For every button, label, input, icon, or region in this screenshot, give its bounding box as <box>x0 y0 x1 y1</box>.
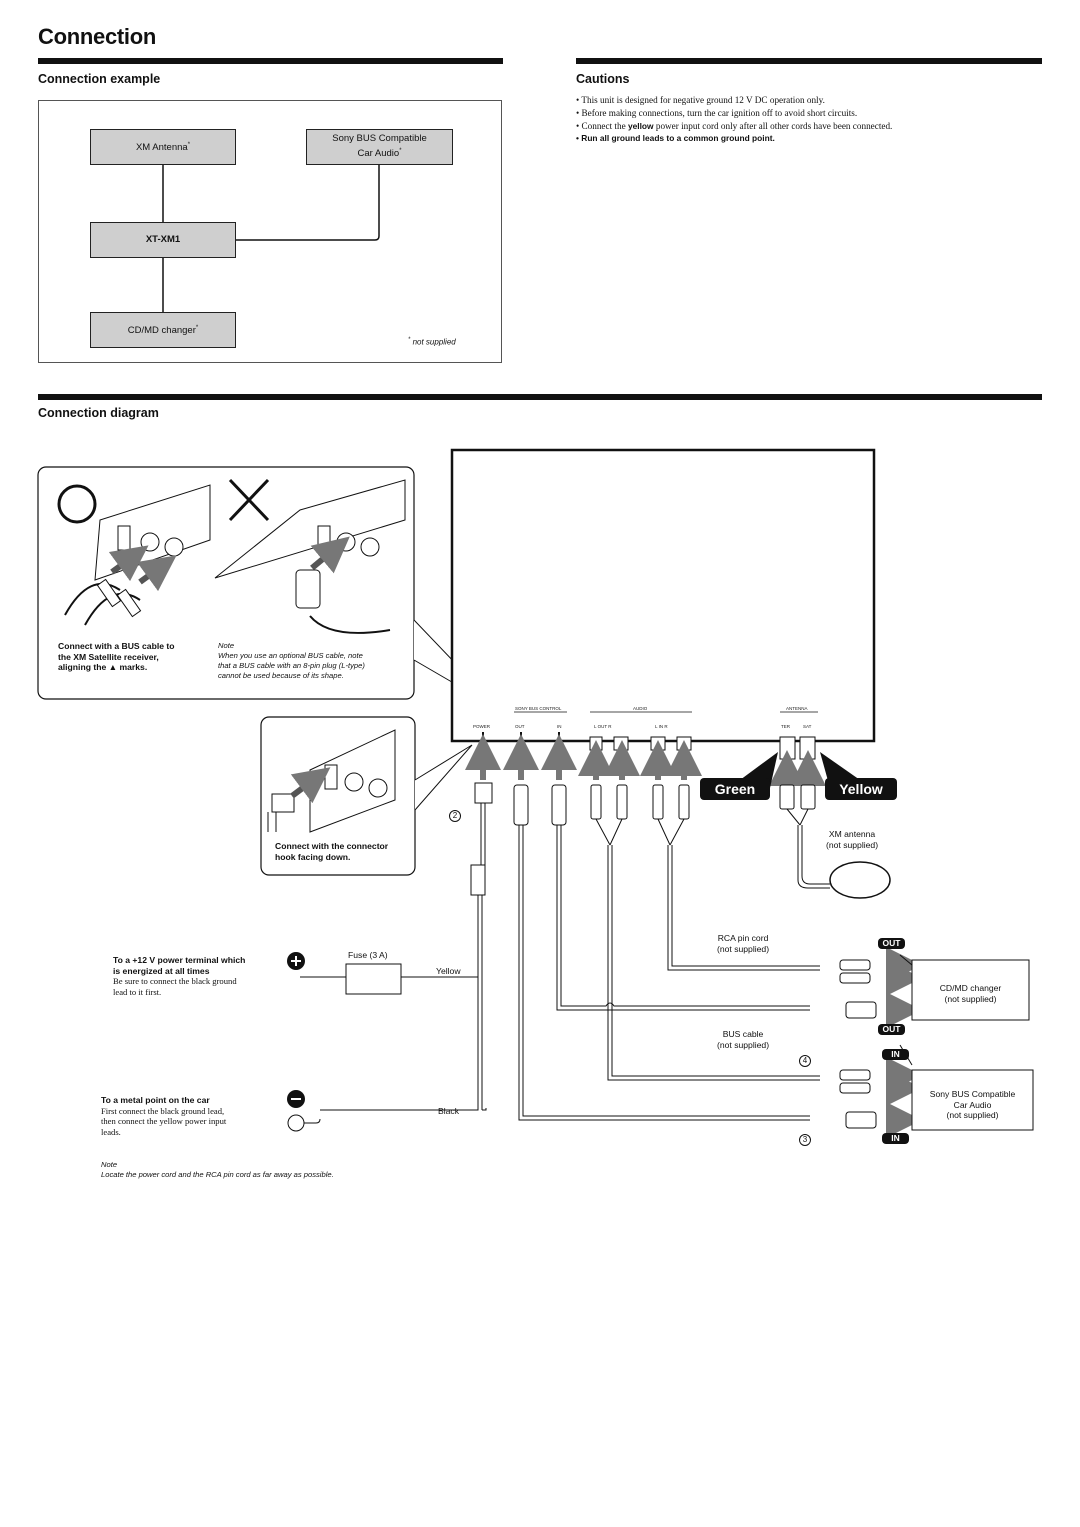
xt-xm1-box: XT-XM1 <box>90 222 236 258</box>
green-tag: Green <box>700 778 770 800</box>
audio-out-label: L OUT R <box>594 724 612 729</box>
antenna-label: ANTENNA <box>786 706 808 711</box>
connection-example-heading: Connection example <box>38 72 161 86</box>
connection-diagram-heading: Connection diagram <box>38 406 159 420</box>
callout-number-2: 2 <box>449 810 461 822</box>
plus-terminal-text: To a +12 V power terminal which is energ… <box>113 955 246 997</box>
connection-example-frame <box>38 100 502 363</box>
xm-antenna-label: XM antenna (not supplied) <box>826 829 879 850</box>
bus-in-label: IN <box>557 724 562 729</box>
not-supplied-footnote: * not supplied <box>408 337 456 347</box>
page-title: Connection <box>38 24 156 49</box>
in-tag: IN <box>882 1049 909 1060</box>
bottom-note: Note Locate the power cord and the RCA p… <box>101 1160 334 1179</box>
sony-bus-audio-box: Sony BUS Compatible Car Audio* <box>306 129 453 165</box>
caution-item: • Run all ground leads to a common groun… <box>576 133 775 144</box>
xm-antenna-box: XM Antenna* <box>90 129 236 165</box>
callout-number-4: 4 <box>799 1055 811 1067</box>
ter-label: TER <box>781 724 790 729</box>
audio-label: AUDIO <box>633 706 648 711</box>
bus-cable-label: BUS cable (not supplied) <box>717 1029 770 1050</box>
caution-item: • Connect the yellow power input cord on… <box>576 120 893 131</box>
fuse-label: Fuse (3 A) <box>348 950 388 960</box>
metal-point-text: To a metal point on the car First connec… <box>101 1095 227 1137</box>
black-wire-label: Black <box>438 1106 460 1116</box>
section-rule <box>38 58 503 64</box>
bus-cable-note: Note When you use an optional BUS cable,… <box>218 641 365 680</box>
bus-cable-instruction: Connect with a BUS cable to the XM Satel… <box>58 641 175 672</box>
cautions-list: • This unit is designed for negative gro… <box>576 94 1036 145</box>
section-rule <box>38 394 1042 400</box>
out-tag: OUT <box>878 1024 905 1035</box>
audio-in-label: L IN R <box>655 724 668 729</box>
section-rule <box>576 58 1042 64</box>
caution-item: • Before making connections, turn the ca… <box>576 107 858 118</box>
sat-label: SAT <box>803 724 812 729</box>
power-label: POWER <box>473 724 491 729</box>
yellow-wire-label: Yellow <box>436 966 461 976</box>
sony-bus-audio-label: Sony BUS Compatible Car Audio (not suppl… <box>929 1089 1016 1120</box>
cdmd-changer-label: CD/MD changer (not supplied) <box>939 983 1002 1004</box>
caution-item: • This unit is designed for negative gro… <box>576 95 825 105</box>
rca-pin-cord-label: RCA pin cord (not supplied) <box>717 933 770 954</box>
connection-diagram <box>37 448 1034 1138</box>
yellow-tag: Yellow <box>825 778 897 800</box>
connection-example-lines <box>162 165 380 312</box>
cdmd-changer-box: CD/MD changer* <box>90 312 236 348</box>
connector-instruction: Connect with the connector hook facing d… <box>275 841 389 862</box>
sony-bus-control-label: SONY BUS CONTROL <box>515 706 562 711</box>
cautions-heading: Cautions <box>576 72 630 86</box>
in-tag: IN <box>882 1133 909 1144</box>
bus-out-label: OUT <box>515 724 525 729</box>
callout-number-3: 3 <box>799 1134 811 1146</box>
out-tag: OUT <box>878 938 905 949</box>
